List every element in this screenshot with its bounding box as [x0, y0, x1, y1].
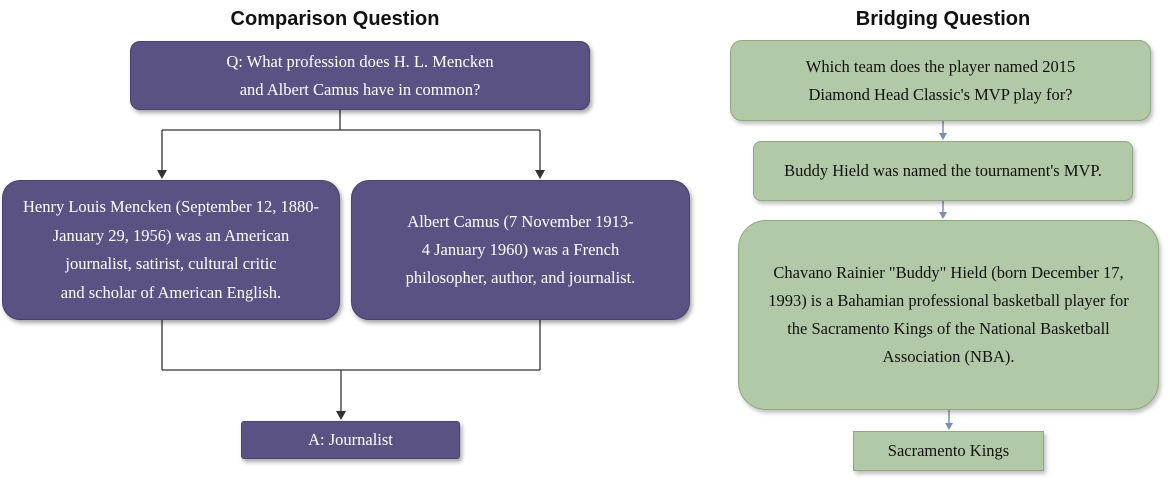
bridging-question-box: Which team does the player named 2015 Di… — [730, 40, 1151, 121]
bridging-question-line-1: Which team does the player named 2015 — [805, 56, 1076, 76]
bridging-question-line-2: Diamond Head Classic's MVP play for? — [808, 84, 1073, 104]
camus-context-line-2: 4 January 1960) was a French — [421, 240, 620, 259]
camus-context-line-1: Albert Camus (7 November 1913- — [407, 212, 634, 231]
bridging-step2-line-4: Association (NBA). — [882, 347, 1015, 366]
comparison-question-box: Q: What profession does H. L. Mencken an… — [130, 41, 590, 110]
arrowhead-step2 — [939, 212, 947, 219]
arrowhead-final — [945, 423, 953, 430]
comparison-merge-connector — [161, 320, 541, 413]
mencken-context-line-1: Henry Louis Mencken (September 12, 1880- — [22, 197, 319, 216]
mencken-context-line-4: and scholar of American English. — [60, 282, 282, 302]
bridging-title: Bridging Question — [855, 8, 1031, 30]
mencken-context-box: Henry Louis Mencken (September 12, 1880-… — [2, 180, 340, 320]
bridging-chain-connector — [942, 121, 950, 424]
arrowhead-right — [535, 170, 545, 179]
arrowhead-answer — [336, 411, 346, 420]
camus-context-line-3: philosopher, author, and journalist. — [405, 268, 636, 287]
bridging-step2-line-1: Chavano Rainier "Buddy" Hield (born Dece… — [773, 263, 1124, 282]
camus-context-box: Albert Camus (7 November 1913- 4 January… — [351, 180, 690, 320]
mencken-context-line-2: January 29, 1956) was an American — [52, 225, 290, 245]
mencken-context-line-3: journalist, satirist, cultural critic — [65, 254, 277, 273]
comparison-title: Comparison Question — [230, 8, 440, 30]
bridging-step2-box: Chavano Rainier "Buddy" Hield (born Dece… — [738, 220, 1159, 410]
comparison-question-line-1: Q: What profession does H. L. Mencken — [226, 51, 494, 71]
comparison-answer-box: A: Journalist — [241, 421, 460, 459]
bridging-answer-box: Sacramento Kings — [853, 431, 1044, 471]
bridging-step2-line-2: 1993) is a Bahamian professional basketb… — [768, 291, 1129, 310]
comparison-split-connector — [161, 110, 541, 172]
bridging-step1-box: Buddy Hield was named the tournament's M… — [753, 141, 1133, 201]
bridging-step2-line-3: the Sacramento Kings of the National Bas… — [787, 319, 1110, 338]
arrowhead-left — [157, 170, 167, 179]
arrowhead-step1 — [939, 133, 947, 140]
comparison-question-line-2: and Albert Camus have in common? — [239, 79, 481, 99]
